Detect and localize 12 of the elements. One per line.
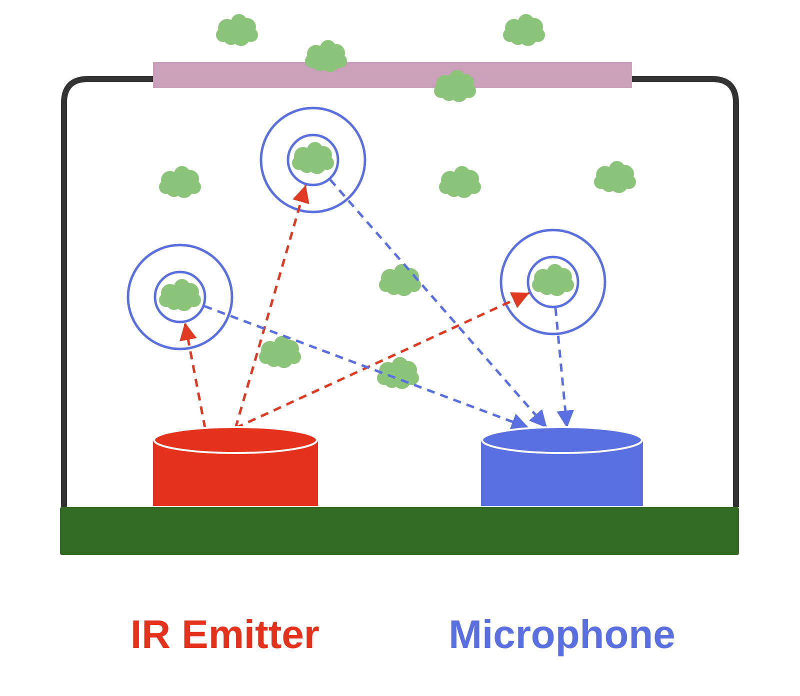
signal-arrow bbox=[234, 184, 310, 428]
target-particle bbox=[154, 271, 206, 323]
sensor-cylinder bbox=[153, 426, 318, 506]
signal-arrow bbox=[329, 178, 548, 429]
signal-arrow bbox=[554, 308, 574, 428]
sensor-label: Microphone bbox=[448, 612, 676, 658]
target-particle bbox=[287, 134, 339, 186]
sensor-cylinder bbox=[481, 426, 643, 506]
sensor-label: IR Emitter bbox=[130, 612, 320, 658]
target-particle bbox=[527, 256, 579, 308]
signal-arrow bbox=[204, 304, 530, 430]
signal-arrow bbox=[180, 322, 206, 428]
